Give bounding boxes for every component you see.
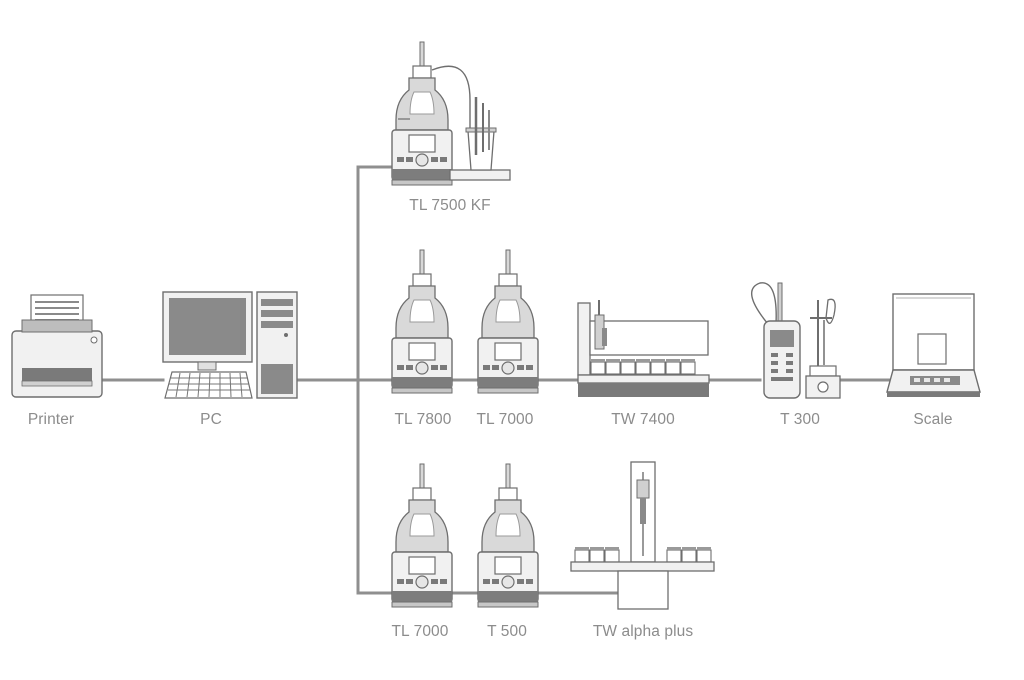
label-t300: T 300 (780, 411, 820, 428)
label-tl7000-mid: TL 7000 (476, 411, 534, 428)
titrator-tl7000-icon[interactable] (477, 249, 539, 394)
label-tw7400: TW 7400 (611, 411, 675, 428)
titrator-t500-icon[interactable] (477, 463, 539, 608)
label-twalpha: TW alpha plus (592, 623, 694, 640)
titrator-tl7000-lower-icon[interactable] (391, 463, 453, 608)
label-tl7800: TL 7800 (394, 411, 452, 428)
label-scale: Scale (913, 411, 953, 428)
label-tl7500kf: TL 7500 KF (409, 197, 491, 214)
balance-icon[interactable] (886, 293, 981, 397)
connection-lines (100, 165, 895, 595)
label-pc: PC (200, 411, 222, 428)
karl-fischer-titrator-icon[interactable] (391, 41, 511, 186)
label-printer: Printer (27, 411, 75, 428)
sample-changer-tw7400-icon[interactable] (577, 300, 710, 397)
titrator-tl7800-icon[interactable] (391, 249, 453, 394)
sample-changer-twalpha-icon[interactable] (570, 461, 715, 610)
label-t500: T 500 (487, 623, 527, 640)
computer-icon[interactable] (162, 291, 298, 399)
label-tl7000-low: TL 7000 (391, 623, 449, 640)
printer-icon[interactable] (11, 294, 103, 398)
ph-meter-icon[interactable] (751, 282, 841, 399)
